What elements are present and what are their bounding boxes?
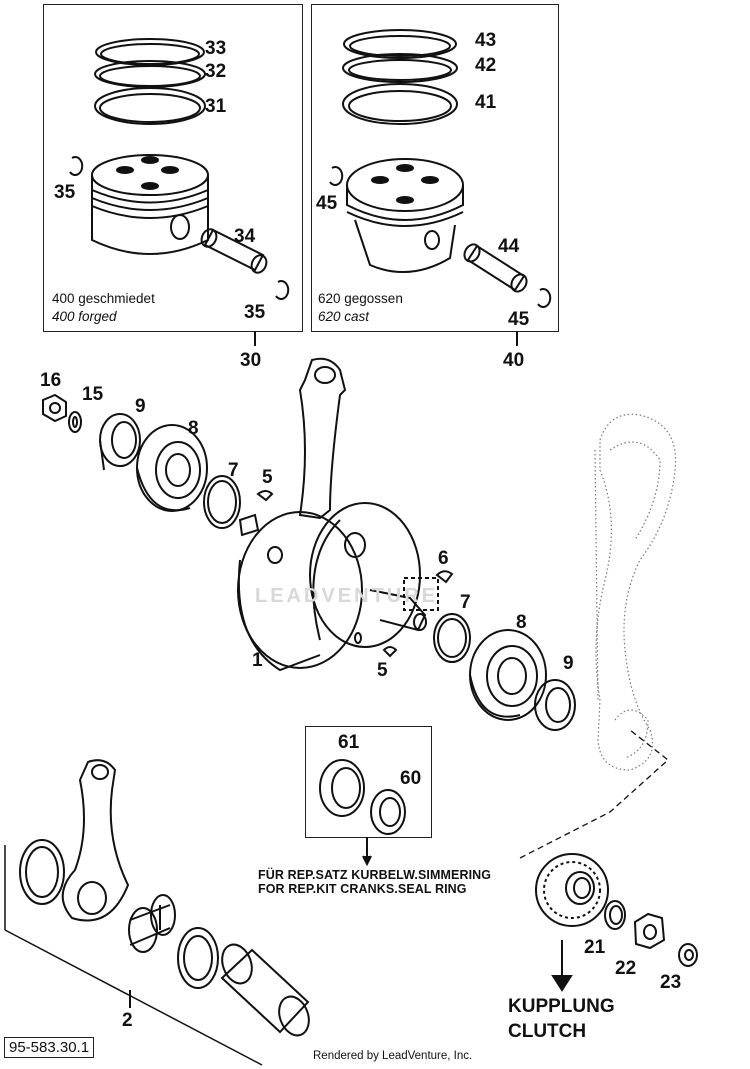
- thrust-washer-left: [19, 839, 65, 905]
- bearing-8-left: [136, 424, 208, 512]
- circlip-45-bottom: [537, 288, 552, 308]
- rendered-by: Rendered by LeadVenture, Inc.: [313, 1050, 473, 1062]
- label-45-top: 45: [316, 193, 338, 214]
- label-7-right: 7: [460, 592, 471, 613]
- label-2: 2: [122, 1010, 133, 1031]
- label-5-top: 5: [262, 467, 273, 488]
- circlip-35-top: [69, 156, 84, 176]
- nut-22: [633, 912, 666, 950]
- circlip-35-bottom: [275, 280, 290, 300]
- piston-pin-34: [200, 228, 268, 274]
- label-35-bottom: 35: [244, 302, 266, 323]
- label-7-left: 7: [228, 460, 239, 481]
- group-number-30: 30: [240, 350, 262, 371]
- label-8-left: 8: [188, 418, 199, 439]
- key-5-bottom: [382, 646, 398, 658]
- piston-pin-44: [463, 243, 528, 293]
- seal-ring-9-left: [99, 413, 141, 471]
- seal-kit-note-line2: FOR REP.KIT CRANKS.SEAL RING: [258, 882, 467, 896]
- key-6: [435, 570, 454, 584]
- label-16: 16: [40, 370, 62, 391]
- needle-bearing: [128, 894, 176, 953]
- cast-piston: [346, 158, 464, 274]
- label-33: 33: [205, 38, 227, 59]
- label-15: 15: [82, 384, 104, 405]
- clutch-english: CLUTCH: [508, 1021, 587, 1042]
- cast-caption-line1: 620 gegossen: [318, 291, 403, 306]
- crank-pin: [220, 943, 310, 1037]
- label-9-right: 9: [563, 653, 574, 674]
- label-41: 41: [475, 92, 497, 113]
- thrust-washer-right: [177, 927, 219, 989]
- seal-kit-note: FÜR REP.SATZ KURBELW.SIMMERING FOR REP.K…: [258, 868, 491, 896]
- label-1: 1: [252, 650, 263, 671]
- washer-15: [68, 411, 82, 433]
- piston-ring-31: [94, 87, 206, 125]
- cast-caption-line2: 620 cast: [318, 309, 370, 324]
- piston-ring-42: [342, 53, 458, 83]
- shim-7-left: [203, 475, 241, 529]
- label-35-top: 35: [54, 182, 76, 203]
- nut-16: [42, 393, 67, 423]
- timing-chain-dotted: [594, 413, 677, 771]
- reference-number: 95-583.30.1: [4, 1037, 95, 1058]
- label-8-right: 8: [516, 612, 527, 633]
- cast-piston-box: [311, 4, 559, 332]
- label-61: 61: [338, 732, 360, 753]
- label-42: 42: [475, 55, 497, 76]
- label-60: 60: [400, 768, 422, 789]
- shim-7-right: [433, 613, 471, 663]
- label-32: 32: [205, 61, 227, 82]
- forged-piston: [91, 154, 209, 255]
- label-43: 43: [475, 30, 497, 51]
- primary-gear-21: [535, 853, 609, 927]
- watermark: LEADVENTURE: [255, 585, 439, 607]
- seal-kit-box: [305, 726, 432, 838]
- label-5-bottom: 5: [377, 660, 388, 681]
- group-number-40: 40: [503, 350, 525, 371]
- label-21: 21: [584, 937, 606, 958]
- forged-caption-line2: 400 forged: [52, 309, 117, 324]
- label-34: 34: [234, 226, 256, 247]
- forged-caption-line1: 400 geschmiedet: [52, 291, 155, 306]
- forged-caption: 400 geschmiedet 400 forged: [52, 290, 155, 326]
- piston-ring-43: [343, 29, 457, 59]
- crankshaft-1: [237, 357, 439, 672]
- label-44: 44: [498, 236, 520, 257]
- label-31: 31: [205, 96, 227, 117]
- clutch-german: KUPPLUNG: [508, 996, 615, 1017]
- washer-21: [604, 900, 626, 930]
- cast-caption: 620 gegossen 620 cast: [318, 290, 403, 326]
- washer-23: [678, 943, 698, 967]
- label-9-left: 9: [135, 396, 146, 417]
- label-6: 6: [438, 548, 449, 569]
- seal-ring-9-right: [534, 679, 576, 731]
- label-45-bottom: 45: [508, 309, 530, 330]
- seal-kit-note-line1: FÜR REP.SATZ KURBELW.SIMMERING: [258, 868, 492, 882]
- circlip-45-top: [329, 166, 344, 186]
- spacer-60: [370, 789, 406, 835]
- label-23: 23: [660, 972, 682, 993]
- piston-ring-41: [342, 83, 458, 125]
- key-5-top: [256, 490, 274, 502]
- label-22: 22: [615, 958, 637, 979]
- connecting-rod-2: [61, 759, 130, 922]
- seal-ring-61: [319, 759, 365, 817]
- bearing-8-right: [469, 629, 547, 721]
